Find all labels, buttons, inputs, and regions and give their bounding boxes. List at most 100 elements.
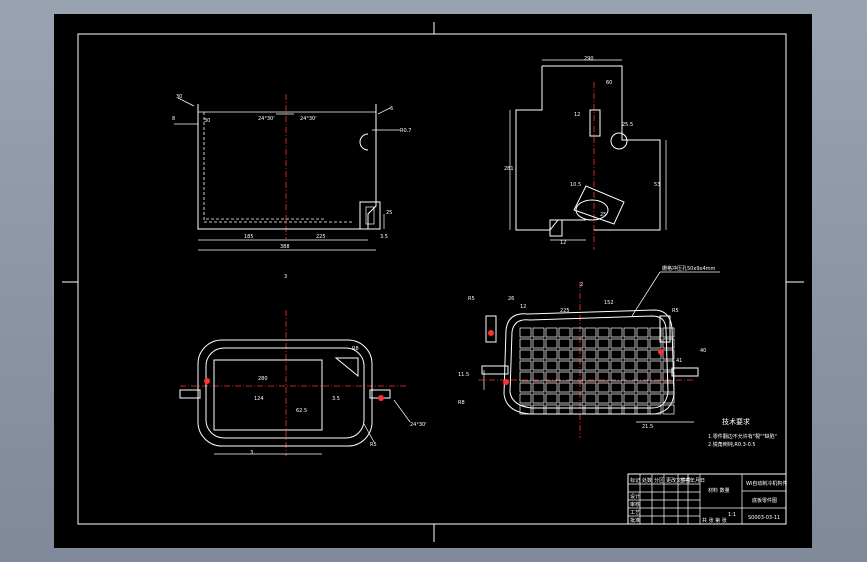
table-header-cell: 更改文件号: [666, 477, 691, 484]
grid-cell: [610, 393, 623, 404]
grid-cell: [662, 327, 675, 338]
grid-post-left: [485, 315, 497, 343]
grid-cell: [532, 371, 545, 382]
dim-text: 3.5: [380, 234, 388, 240]
grid-cell: [532, 404, 545, 415]
grid-view: 栅格冲压孔50x9x4mm R5 26 12 225 2 152 R5 11.5…: [458, 265, 720, 438]
title-block-scale: 1:1: [728, 512, 736, 518]
grid-cell: [532, 382, 545, 393]
notes-line-2: 2.锐角倒钝,R0.3-0.5: [708, 441, 756, 448]
dim-text: 8: [172, 116, 175, 122]
grid-cell: [597, 371, 610, 382]
grid-cell: [623, 382, 636, 393]
grid-cell: [519, 360, 532, 371]
dim-text: 290: [584, 56, 594, 62]
dim-text: 12: [574, 112, 580, 118]
grid-cell: [623, 393, 636, 404]
grid-cell: [662, 349, 675, 360]
section-label: 3: [250, 450, 253, 456]
grid-cell: [662, 393, 675, 404]
dim-text: R0.7: [400, 128, 411, 134]
side-outline-right: [542, 65, 661, 231]
grid-cell: [649, 393, 662, 404]
front-leader-tl: [177, 97, 195, 107]
drawing-canvas: 30 8 30 24°30' 24°30' 6 R0.7 185 225 388…: [62, 22, 804, 542]
grid-cell: [610, 349, 623, 360]
bottom-outer: [197, 339, 373, 447]
grid-cell: [597, 404, 610, 415]
grid-cell: [519, 404, 532, 415]
grid-cell: [584, 327, 597, 338]
title-block-frame: [627, 473, 787, 525]
grid-tab-left: [481, 365, 509, 375]
grid-cell: [597, 393, 610, 404]
dim-text: 24°30': [410, 422, 427, 428]
grid-cell: [636, 360, 649, 371]
grid-cell: [597, 360, 610, 371]
dim-text: 12: [520, 304, 526, 310]
grid-cell: [649, 371, 662, 382]
grid-cell: [584, 393, 597, 404]
dim-text: R5: [370, 442, 377, 448]
dim-text: 25: [386, 210, 392, 216]
grid-cell: [649, 338, 662, 349]
front-outline: [197, 104, 377, 230]
grid-cell: [519, 371, 532, 382]
bottom-corner-detail: [334, 357, 359, 378]
grid-cell: [636, 349, 649, 360]
dim-text: 225: [560, 308, 570, 314]
grid-cell: [597, 327, 610, 338]
grid-cell: [662, 338, 675, 349]
table-row-label: 批准: [630, 517, 640, 524]
grid-cell: [636, 327, 649, 338]
side-hole: [610, 132, 628, 150]
grid-cell: [571, 327, 584, 338]
grid-cell: [584, 404, 597, 415]
grid-cell: [623, 349, 636, 360]
dim-text: 40: [700, 348, 706, 354]
technical-notes: 技术要求 1.零件翻边不允许有"裂""缺陷" 2.锐角倒钝,R0.3-0.5: [708, 417, 777, 448]
notes-heading: 技术要求: [722, 417, 750, 426]
grid-cell: [584, 360, 597, 371]
drawing-sheet[interactable]: 30 8 30 24°30' 24°30' 6 R0.7 185 225 388…: [54, 14, 812, 548]
dim-text: 21.5: [642, 424, 653, 430]
dim-text: 2: [580, 282, 583, 288]
front-leader-r: [377, 107, 391, 115]
dim-text: 25: [600, 212, 606, 218]
grid-cell: [597, 338, 610, 349]
bottom-leader: [393, 399, 411, 423]
section-label: 3: [284, 274, 287, 280]
side-foot: [549, 219, 563, 237]
grid-post-right: [659, 315, 671, 343]
bottom-inner: [205, 347, 365, 439]
title-block-name: 底板零件图: [752, 497, 777, 504]
grid-cell: [571, 382, 584, 393]
title-block: Wi自动制冷机构件 底板零件图 S0003-03-11 材料 数量 1:1 共 …: [627, 473, 787, 525]
notes-line-1: 1.零件翻边不允许有"裂""缺陷": [708, 433, 777, 440]
front-arc: [359, 133, 369, 151]
grid-cell: [532, 393, 545, 404]
grid-cell: [623, 338, 636, 349]
grid-cell: [545, 349, 558, 360]
title-grid-lines: [628, 474, 700, 524]
dim-text: 185: [244, 234, 254, 240]
grid-cell: [662, 360, 675, 371]
side-bracket: [573, 185, 625, 225]
grid-cell: [532, 338, 545, 349]
title-block-material: 材料 数量: [708, 487, 730, 494]
dim-text: 24°30': [300, 116, 317, 122]
title-block-title: Wi自动制冷机构件: [746, 480, 787, 487]
dim-text: 225: [316, 234, 326, 240]
side-outline-left: [515, 66, 586, 231]
bottom-rect: [213, 359, 323, 431]
inner-frame: [77, 33, 787, 525]
grid-cell: [571, 404, 584, 415]
grid-cell: [558, 360, 571, 371]
grid-label: 栅格冲压孔50x9x4mm: [662, 265, 716, 272]
table-row-label: 工艺: [630, 510, 640, 516]
dim-text: 62.5: [296, 408, 307, 414]
grid-cell: [636, 382, 649, 393]
dim-text: 11.5: [458, 372, 469, 378]
grid-cell: [584, 382, 597, 393]
